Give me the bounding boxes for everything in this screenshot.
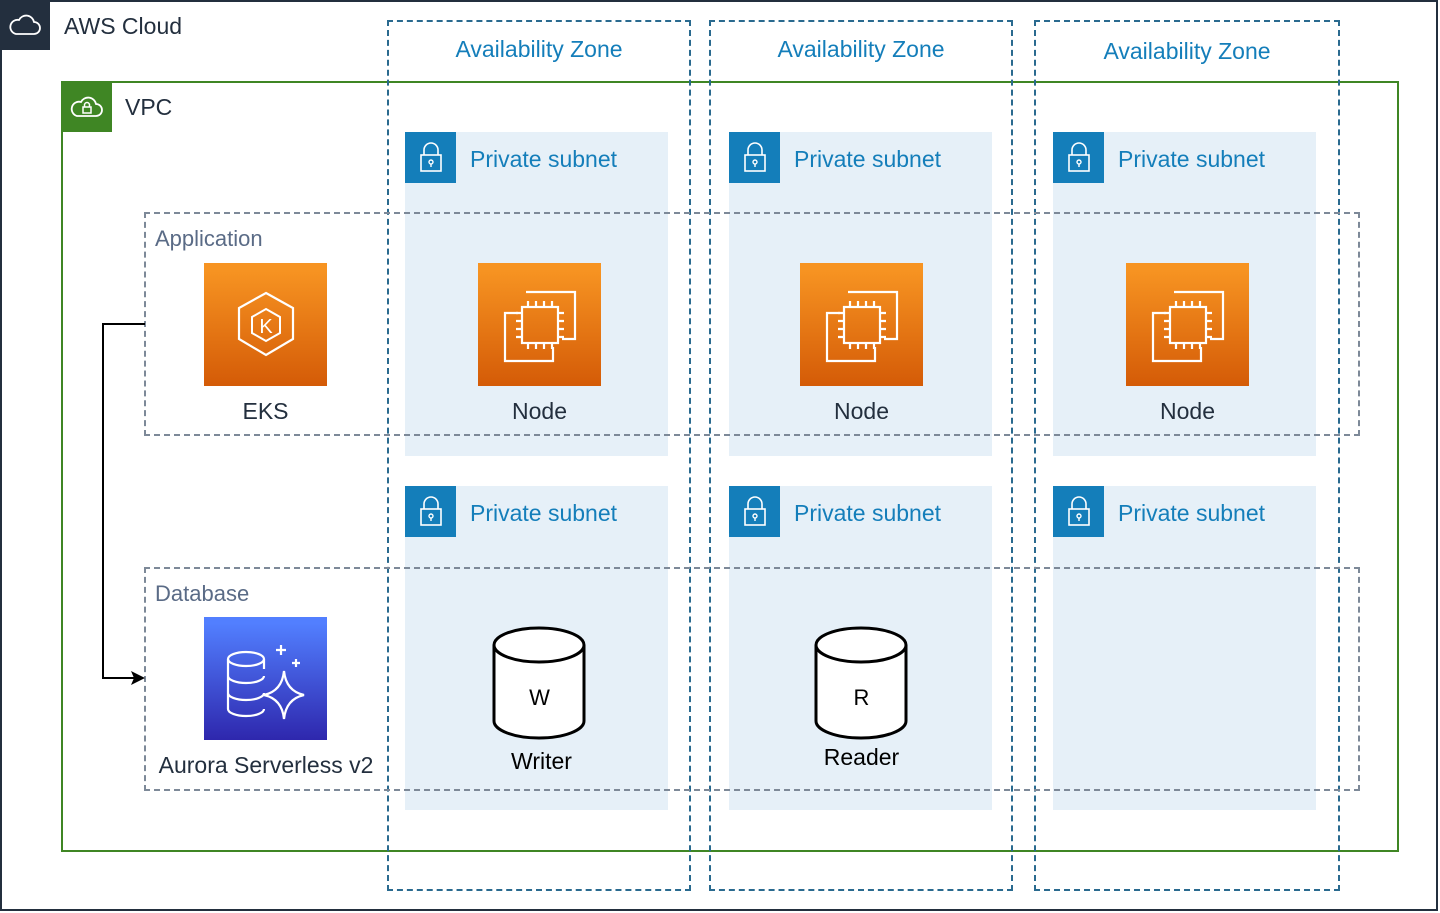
- az-label: Availability Zone: [455, 36, 623, 62]
- subnet-label: Private subnet: [1118, 146, 1266, 172]
- writer-instance-icon[interactable]: W: [491, 625, 588, 741]
- vpc-label: VPC: [125, 94, 173, 120]
- eks-kubernetes-icon[interactable]: K: [204, 263, 327, 386]
- reader-label: Reader: [823, 744, 900, 770]
- arrowhead-icon: [131, 671, 145, 685]
- writer-label: Writer: [511, 748, 572, 774]
- reader-letter: R: [853, 685, 870, 710]
- aurora-label: Aurora Serverless v2: [158, 752, 374, 778]
- subnet-label: Private subnet: [470, 146, 618, 172]
- node-label: Node: [1160, 398, 1215, 424]
- writer-letter: W: [529, 685, 550, 710]
- aws-cloud-label: AWS Cloud: [64, 13, 183, 39]
- lock-icon: [1053, 486, 1104, 537]
- vpc-group: [61, 81, 1399, 852]
- vpc-cloud-lock-icon: [61, 81, 112, 132]
- eks-label: EKS: [242, 398, 289, 424]
- cloud-icon: [0, 0, 50, 50]
- node-label: Node: [834, 398, 889, 424]
- lock-icon: [729, 132, 780, 183]
- lock-icon: [405, 486, 456, 537]
- reader-instance-icon[interactable]: R: [813, 625, 910, 741]
- ec2-instance-icon[interactable]: [800, 263, 923, 386]
- node-label: Node: [512, 398, 567, 424]
- database-group: Database: [144, 567, 1360, 791]
- ec2-instance-icon[interactable]: [478, 263, 601, 386]
- lock-icon: [729, 486, 780, 537]
- svg-text:K: K: [259, 316, 273, 338]
- subnet-label: Private subnet: [470, 500, 618, 526]
- availability-zone-3: Availability Zone: [1034, 20, 1340, 891]
- lock-icon: [1053, 132, 1104, 183]
- private-subnet-az3-db: Private subnet: [1053, 486, 1316, 810]
- az-label: Availability Zone: [777, 36, 945, 62]
- availability-zone-2: Availability Zone: [709, 20, 1013, 891]
- subnet-label: Private subnet: [1118, 500, 1266, 526]
- ec2-instance-icon[interactable]: [1126, 263, 1249, 386]
- database-group-label: Database: [155, 581, 250, 606]
- availability-zone-1: Availability Zone: [387, 20, 691, 891]
- application-group-label: Application: [155, 226, 263, 251]
- az-label: Availability Zone: [1103, 38, 1271, 64]
- subnet-label: Private subnet: [794, 500, 942, 526]
- application-to-database-connector: [102, 323, 145, 685]
- subnet-label: Private subnet: [794, 146, 942, 172]
- lock-icon: [405, 132, 456, 183]
- aurora-serverless-icon[interactable]: [204, 617, 327, 740]
